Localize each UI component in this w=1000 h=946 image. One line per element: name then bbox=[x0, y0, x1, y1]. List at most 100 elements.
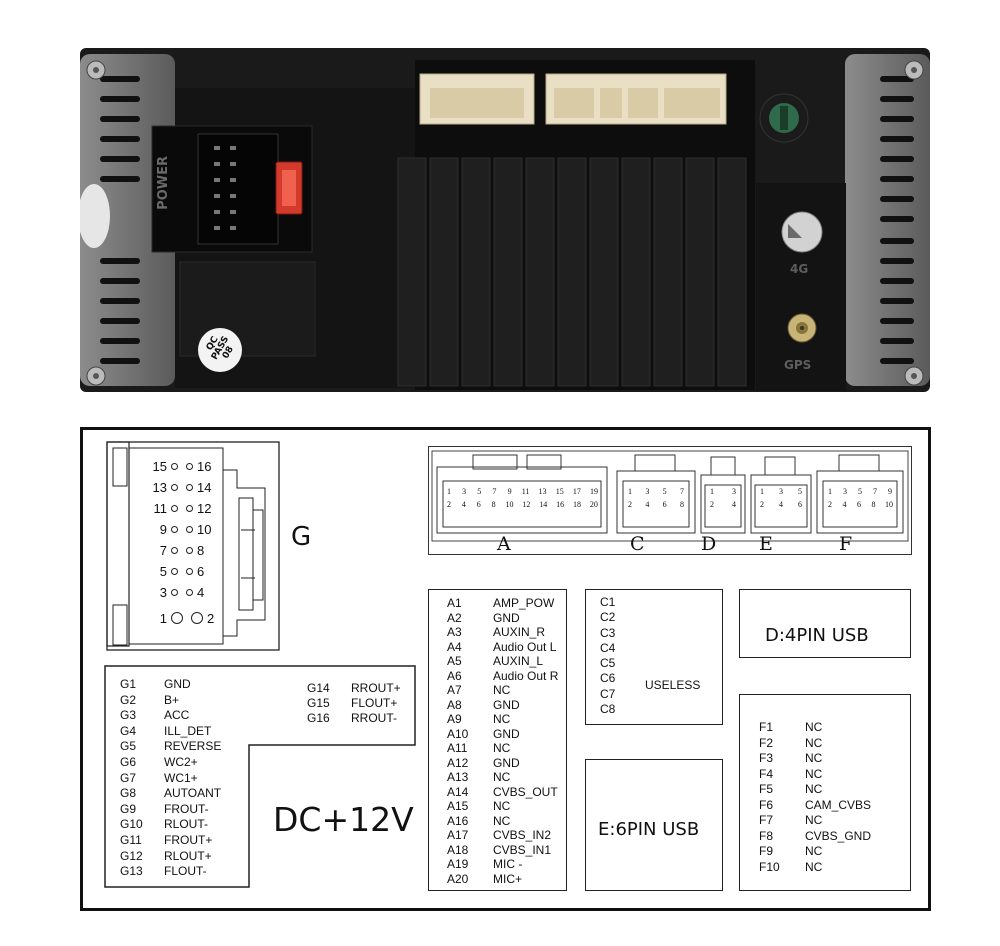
power-plug-pins bbox=[214, 146, 236, 230]
pin-id: A13 bbox=[447, 770, 469, 784]
pin-id: F10 bbox=[759, 859, 780, 874]
g-pin-right-group: 2 bbox=[187, 611, 229, 626]
pin-id: F4 bbox=[759, 766, 774, 781]
pin-id: A16 bbox=[447, 813, 469, 828]
g-pin-right-group: 10 bbox=[182, 522, 219, 537]
pin-signal: NC bbox=[493, 770, 511, 784]
unit-back-photo: POWER QC PASS 08 4G GPS bbox=[78, 48, 930, 392]
pin-signal: NC bbox=[805, 720, 823, 734]
pin-row: G16 RROUT- bbox=[307, 711, 401, 726]
pin-id: A7 bbox=[447, 683, 462, 697]
left-sticker bbox=[78, 184, 110, 248]
pin-id: A14 bbox=[447, 784, 469, 799]
g-pin-hole-left bbox=[171, 505, 178, 512]
pin-id: A10 bbox=[447, 726, 469, 741]
g-pin-left: 1 bbox=[159, 610, 167, 626]
header-pin-number: 9 bbox=[507, 487, 512, 496]
header-label-e: E bbox=[759, 533, 773, 555]
pin-row: F4 NC bbox=[759, 767, 871, 783]
pin-id: G8 bbox=[120, 786, 137, 801]
g-pin-right-group: 4 bbox=[182, 585, 219, 600]
pin-id: G7 bbox=[120, 770, 137, 785]
g-pin-left: 9 bbox=[159, 522, 167, 537]
f-table bbox=[739, 694, 911, 891]
heatsink-fins bbox=[397, 157, 747, 387]
pin-id: G13 bbox=[120, 864, 143, 879]
pin-row: A13 NC bbox=[447, 770, 558, 785]
pin-id: A3 bbox=[447, 625, 462, 639]
header-pin-number: 16 bbox=[556, 500, 565, 509]
header-pin-number: 3 bbox=[462, 487, 467, 496]
header-pin-number: 9 bbox=[888, 487, 892, 496]
header-pin-number: 5 bbox=[798, 487, 802, 496]
pin-id: F9 bbox=[759, 844, 774, 858]
pin-signal: FROUT- bbox=[164, 801, 209, 816]
pin-id: G16 bbox=[307, 711, 330, 725]
pin-signal: NC bbox=[805, 844, 823, 858]
g-pin-hole-left bbox=[171, 484, 178, 491]
pin-signal: ACC bbox=[164, 708, 190, 723]
header-label-f: F bbox=[839, 533, 853, 555]
g-pin-hole-left bbox=[171, 612, 183, 624]
label-4g: 4G bbox=[790, 262, 809, 276]
left-vent-slots bbox=[100, 76, 140, 364]
c-pin-id: C2 bbox=[600, 610, 616, 625]
e-usb-label: E:6PIN USB bbox=[598, 819, 700, 840]
pin-signal: NC bbox=[805, 766, 823, 781]
pin-signal: NC bbox=[493, 741, 511, 755]
g-pin-left-group: 5 bbox=[137, 564, 182, 579]
header-pin-number: 12 bbox=[522, 500, 531, 509]
pin-id: G14 bbox=[307, 681, 330, 695]
a-table bbox=[428, 589, 567, 891]
pin-row: A17 CVBS_IN2 bbox=[447, 828, 558, 843]
header-pin-number: 4 bbox=[645, 500, 650, 509]
g-pin-hole-right bbox=[186, 568, 193, 575]
pin-id: A6 bbox=[447, 668, 462, 683]
header-pin-number: 18 bbox=[573, 500, 581, 509]
g-pin-right: 10 bbox=[197, 522, 212, 537]
pin-id: F7 bbox=[759, 813, 774, 827]
pin-id: A1 bbox=[447, 596, 462, 610]
header-pin-number: 17 bbox=[572, 487, 581, 496]
pin-id: A9 bbox=[447, 712, 462, 726]
c-pin-id: C5 bbox=[600, 656, 616, 671]
pin-signal: CVBS_IN2 bbox=[493, 828, 552, 842]
g-pin-hole-right bbox=[186, 526, 193, 533]
right-vent-slots bbox=[880, 76, 914, 364]
header-label-d: D bbox=[701, 533, 717, 555]
pin-signal: MIC+ bbox=[493, 871, 523, 886]
g-pin-left: 3 bbox=[159, 585, 167, 600]
pin-id: A2 bbox=[447, 610, 462, 625]
pin-id: G6 bbox=[120, 754, 137, 769]
g-pin-hole-right bbox=[191, 612, 203, 624]
pin-signal: Audio Out L bbox=[493, 639, 557, 654]
header-pin-number: 1 bbox=[710, 487, 714, 496]
g-pin-left: 13 bbox=[152, 480, 167, 495]
g-pin-left: 5 bbox=[159, 564, 167, 579]
g-pin-hole-right bbox=[186, 547, 193, 554]
pin-id: F1 bbox=[759, 720, 774, 734]
header-pin-number: 2 bbox=[628, 500, 632, 509]
header-label-c: C bbox=[630, 533, 645, 555]
pin-signal: RROUT- bbox=[351, 711, 397, 725]
pin-id: A17 bbox=[447, 828, 469, 842]
g-pin-hole-left bbox=[171, 589, 178, 596]
